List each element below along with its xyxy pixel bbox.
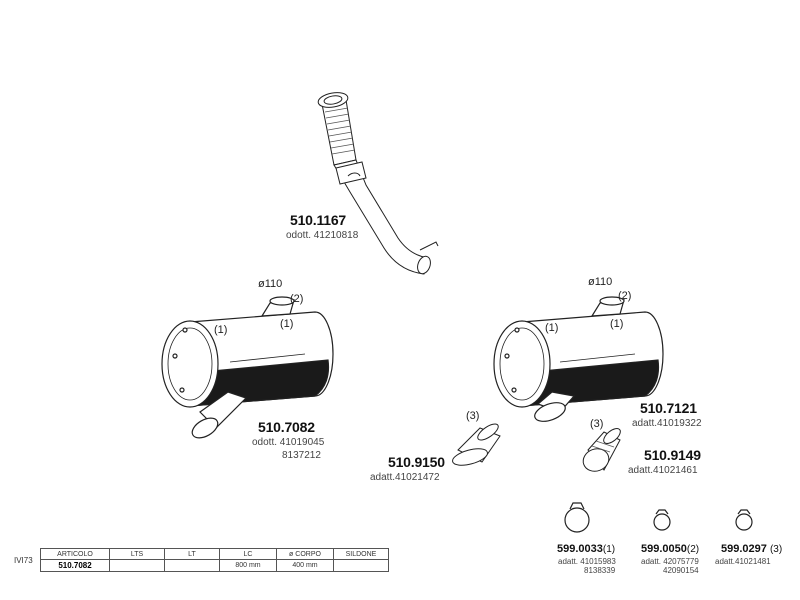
col-sildone: SILDONE [333, 548, 389, 560]
spec-table-header: ARTICOLO LTS LT LC ø CORPO SILDONE [40, 548, 389, 560]
muffler-right-part-number: 510.7121 [640, 400, 697, 416]
tailpipe-right-part-number: 510.9149 [644, 447, 701, 463]
cell-lts [109, 559, 165, 572]
col-articolo: ARTICOLO [40, 548, 110, 560]
clamp-1-part-number: 599.0033(1) [557, 543, 616, 555]
clamp-3-refs: adatt.41021481 [715, 557, 771, 566]
model-label: IVI73 [14, 556, 33, 565]
tailpipe-right-drawing [582, 428, 621, 472]
spec-table: ARTICOLO LTS LT LC ø CORPO SILDONE 510.7… [40, 548, 389, 572]
downpipe-drawing [317, 92, 439, 275]
cell-lt [164, 559, 220, 572]
clamp-3-part-number: 599.0297 (3) [721, 543, 783, 555]
clamp-drawings [564, 502, 753, 533]
callout-1-b: (1) [280, 318, 294, 330]
callout-2-b: (2) [618, 290, 632, 302]
tailpipe-left-drawing [452, 423, 501, 466]
cell-articolo: 510.7082 [40, 559, 110, 572]
muffler-right-drawing [493, 296, 664, 422]
col-lt: LT [164, 548, 220, 560]
clamp-2-part-number: 599.0050(2) [641, 543, 700, 555]
tailpipe-left-ref: adatt.41021472 [370, 472, 440, 483]
muffler-right-ref: adatt.41019322 [632, 418, 702, 429]
callout-1-d: (1) [610, 318, 624, 330]
callout-2-a: (2) [290, 293, 304, 305]
cell-sildone [333, 559, 389, 572]
table-row: 510.7082 800 mm 400 mm [40, 559, 389, 572]
callout-3-a: (3) [466, 410, 480, 422]
tailpipe-right-ref: adatt.41021461 [628, 465, 698, 476]
muffler-left-drawing [161, 296, 334, 439]
cell-corpo: 400 mm [276, 559, 334, 572]
pipe-ref: odott. 41210818 [286, 230, 359, 241]
muffler-left-ref2: 8137212 [282, 450, 321, 461]
tailpipe-left-part-number: 510.9150 [388, 454, 445, 470]
col-lc: LC [219, 548, 277, 560]
muffler-left-part-number: 510.7082 [258, 419, 315, 435]
muffler-right-diameter: ø110 [588, 276, 613, 288]
callout-1-a: (1) [214, 324, 228, 336]
col-corpo: ø CORPO [276, 548, 334, 560]
pipe-part-number: 510.1167 [290, 212, 347, 228]
col-lts: LTS [109, 548, 165, 560]
muffler-left-ref1: odott. 41019045 [252, 437, 325, 448]
callout-1-c: (1) [545, 322, 559, 334]
cell-lc: 800 mm [219, 559, 277, 572]
callout-3-b: (3) [590, 418, 604, 430]
muffler-left-diameter: ø110 [258, 278, 283, 290]
